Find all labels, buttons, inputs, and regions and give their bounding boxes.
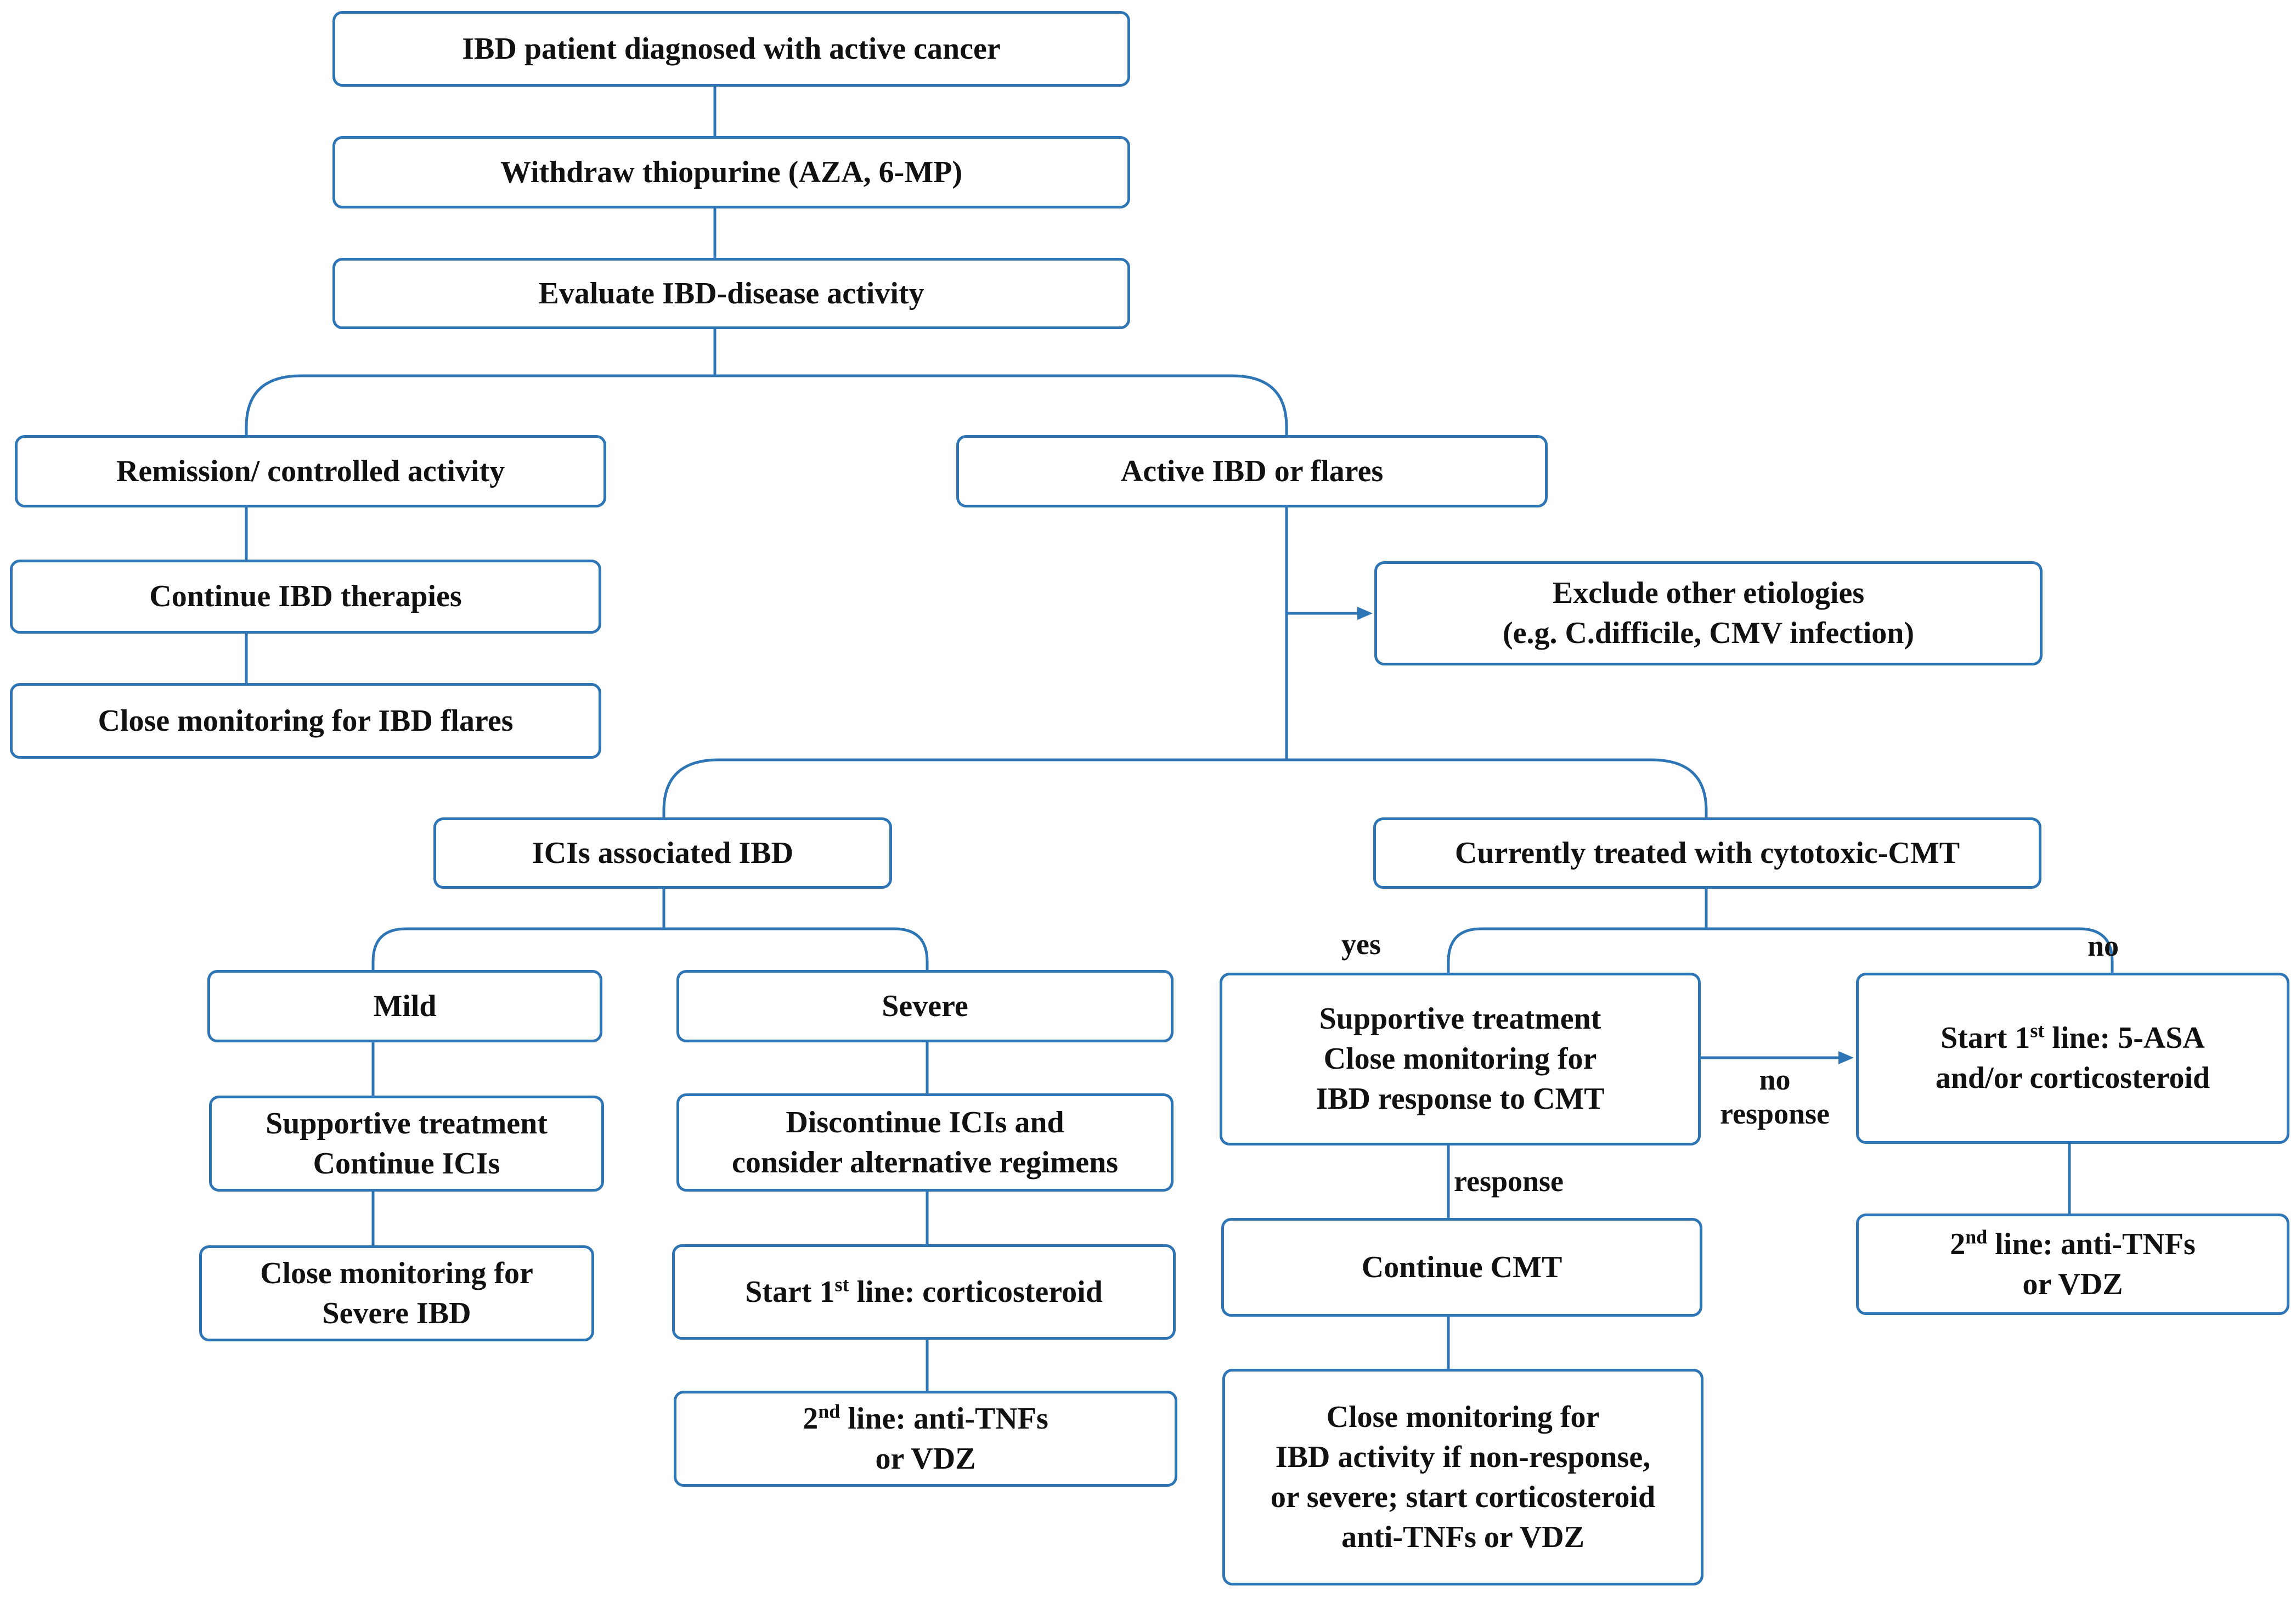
- box-text-line: Supportive treatment: [1319, 1002, 1601, 1036]
- box-text-line: or severe; start corticosteroid: [1270, 1480, 1656, 1514]
- box-text-line: Severe: [882, 989, 968, 1023]
- box-text-line: or VDZ: [875, 1441, 976, 1476]
- box-text-line: (e.g. C.difficile, CMV infection): [1502, 616, 1915, 650]
- box-text-line: 2nd line: anti-TNFs: [1950, 1225, 2196, 1261]
- node-withdraw-thiopurine: Withdraw thiopurine (AZA, 6-MP): [332, 136, 1130, 208]
- node-second-line-left: 2nd line: anti-TNFs or VDZ: [674, 1391, 1177, 1487]
- box-text-line: Withdraw thiopurine (AZA, 6-MP): [500, 155, 963, 189]
- node-second-line-right: 2nd line: anti-TNFs or VDZ: [1856, 1214, 2289, 1315]
- edge-label-response: response: [1454, 1165, 1564, 1198]
- node-remission: Remission/ controlled activity: [15, 435, 606, 507]
- box-text-line: Continue CMT: [1361, 1250, 1562, 1284]
- box-text-line: Active IBD or flares: [1120, 454, 1384, 488]
- box-text-line: Close monitoring for: [1323, 1042, 1597, 1076]
- box-text-line: Close monitoring for: [1326, 1400, 1600, 1434]
- box-text-line: consider alternative regimens: [731, 1145, 1119, 1180]
- edge-label-no-response: no response: [1720, 1063, 1830, 1130]
- box-text-line: Severe IBD: [322, 1296, 471, 1330]
- box-text-line: Start 1st line: 5-ASA: [1940, 1019, 2205, 1055]
- box-text-line: anti-TNFs or VDZ: [1341, 1520, 1584, 1554]
- box-text-line: Close monitoring for IBD flares: [98, 703, 514, 738]
- node-severe: Severe: [676, 970, 1174, 1042]
- node-start: IBD patient diagnosed with active cancer: [332, 11, 1130, 87]
- box-text-line: Mild: [373, 989, 437, 1023]
- node-cytotoxic-cmt: Currently treated with cytotoxic-CMT: [1373, 817, 2041, 889]
- node-discontinue-icis: Discontinue ICIs and consider alternative…: [676, 1093, 1174, 1192]
- box-text-line: Remission/ controlled activity: [116, 454, 505, 488]
- node-ici-associated: ICIs associated IBD: [433, 817, 892, 889]
- edge-label-no: no: [2088, 929, 2119, 962]
- box-text-line: Start 1st line: corticosteroid: [745, 1273, 1103, 1309]
- box-text-line: Currently treated with cytotoxic-CMT: [1454, 836, 1960, 870]
- edge-label-yes: yes: [1341, 928, 1381, 961]
- node-mild: Mild: [207, 970, 602, 1042]
- box-text-line: Continue IBD therapies: [149, 579, 462, 613]
- box-text-line: Supportive treatment: [266, 1106, 548, 1141]
- box-text-line: IBD patient diagnosed with active cancer: [462, 31, 1001, 66]
- node-start-corticosteroid: Start 1st line: corticosteroid: [672, 1244, 1176, 1340]
- node-continue-ibd-therapies: Continue IBD therapies: [10, 560, 601, 634]
- box-text-line: IBD activity if non-response,: [1275, 1440, 1651, 1474]
- box-text-line: Continue ICIs: [313, 1146, 500, 1181]
- box-text-line: and/or corticosteroid: [1935, 1061, 2210, 1095]
- node-start-5asa: Start 1st line: 5-ASA and/or corticostero…: [1856, 973, 2289, 1144]
- box-text-line: or VDZ: [2022, 1267, 2123, 1301]
- box-text-line: Discontinue ICIs and: [786, 1105, 1064, 1139]
- box-text-line: 2nd line: anti-TNFs: [803, 1400, 1048, 1436]
- node-close-monitoring-flares: Close monitoring for IBD flares: [10, 683, 601, 759]
- box-text-line: Close monitoring for: [260, 1256, 533, 1290]
- box-text-line: Exclude other etiologies: [1552, 576, 1865, 610]
- box-text-line: ICIs associated IBD: [532, 836, 794, 870]
- node-active-ibd: Active IBD or flares: [956, 435, 1548, 507]
- box-text-line: IBD response to CMT: [1316, 1082, 1605, 1116]
- node-evaluate-activity: Evaluate IBD-disease activity: [332, 258, 1130, 329]
- node-continue-cmt: Continue CMT: [1221, 1218, 1702, 1317]
- box-text-line: Evaluate IBD-disease activity: [538, 276, 924, 311]
- node-exclude-etiologies: Exclude other etiologies (e.g. C.difficil…: [1374, 561, 2043, 665]
